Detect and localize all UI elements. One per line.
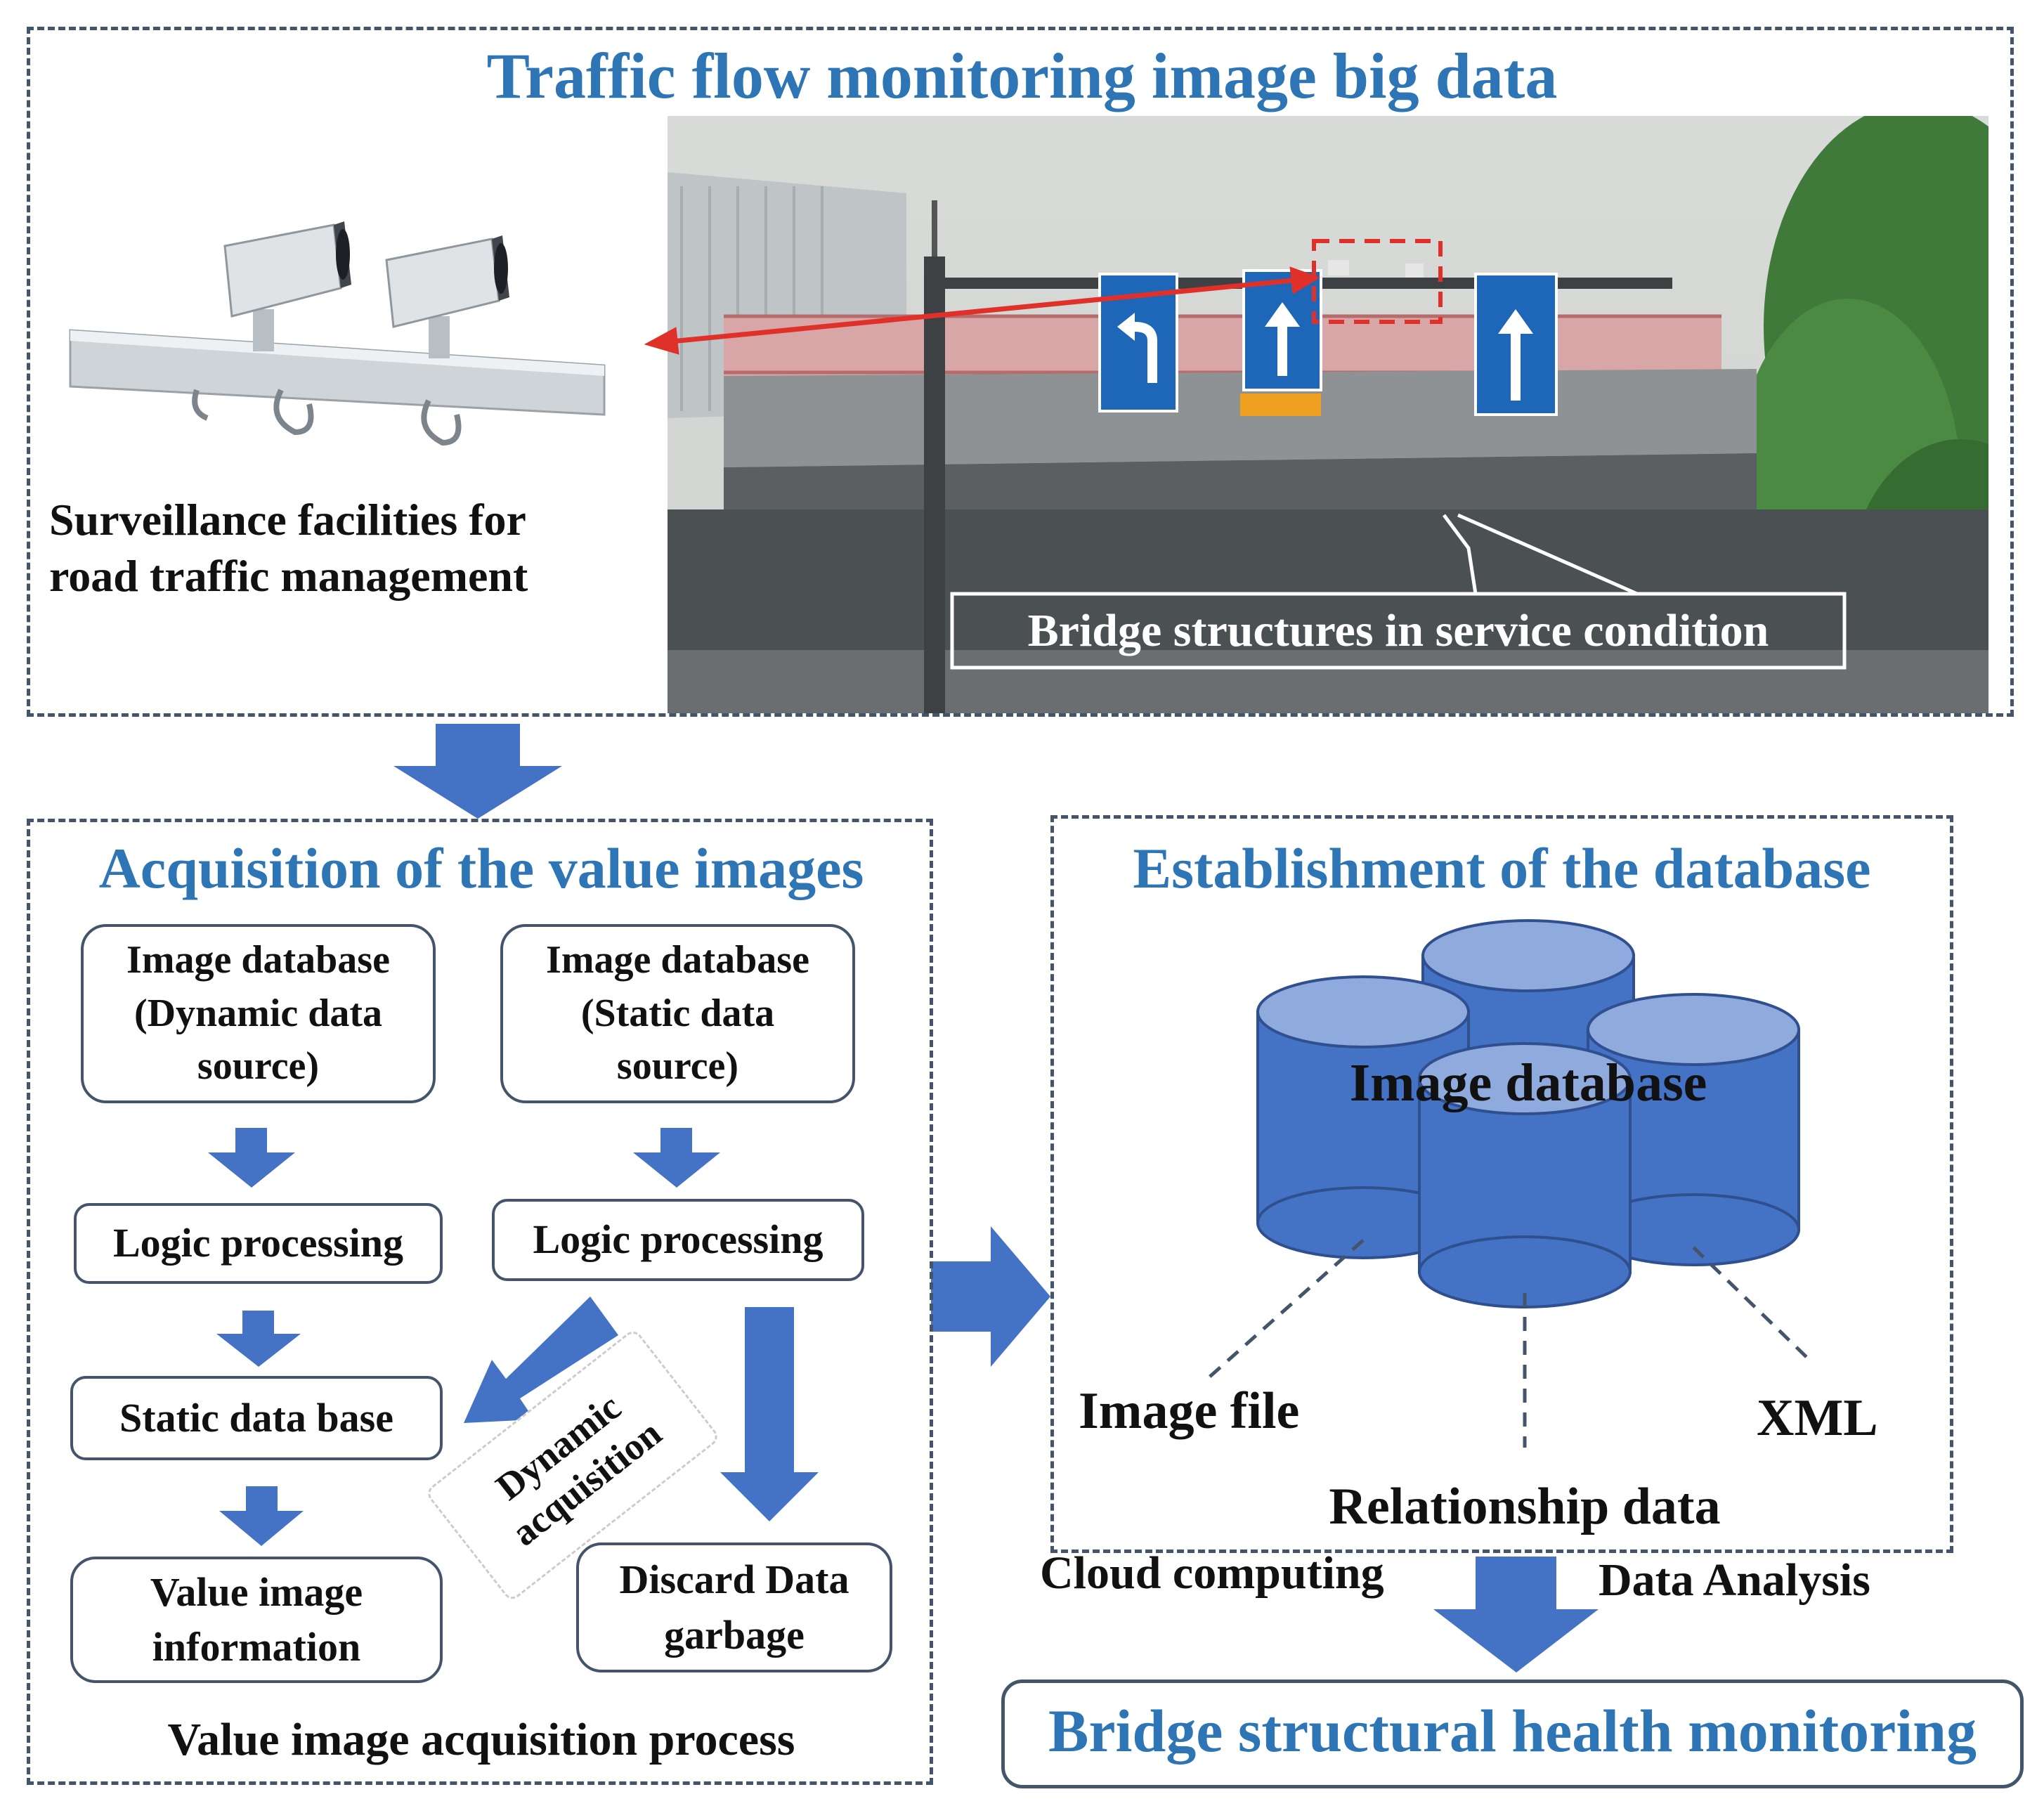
camera-body-left (223, 221, 351, 318)
top-section-title: Traffic flow monitoring image big data (486, 40, 1558, 112)
logic-processing-left: Logic processing (74, 1203, 443, 1284)
block-arrow-icon (216, 1311, 301, 1367)
data-analysis-label: Data Analysis (1599, 1554, 1870, 1606)
block-arrow-icon (464, 1297, 618, 1423)
static-data-base-box: Static data base (70, 1376, 443, 1460)
bridge-photo (668, 116, 1988, 713)
xml-label: XML (1757, 1389, 1878, 1447)
road-sign-middle (1240, 269, 1322, 416)
top-section-frame (27, 27, 2014, 717)
acquisition-section-frame (27, 819, 933, 1785)
cloud-computing-label: Cloud computing (1040, 1547, 1384, 1599)
value-image-information-box: Value image information (70, 1557, 443, 1683)
block-arrow-icon (393, 724, 562, 819)
block-arrow-icon (720, 1307, 819, 1521)
database-title: Establishment of the database (1133, 836, 1871, 900)
relationship-data-label: Relationship data (1329, 1478, 1721, 1535)
bridge-callout-text: Bridge structures in service condition (1027, 605, 1769, 656)
discard-data-box: Discard Data garbage (576, 1542, 892, 1672)
static-source-box: Image database (Static data source) (500, 924, 855, 1103)
block-arrow-icon (931, 1226, 1050, 1367)
final-monitoring-box (1001, 1680, 2024, 1788)
camera-highlight-box (1312, 239, 1443, 324)
logic-processing-right: Logic processing (492, 1199, 864, 1281)
block-arrow-icon (1433, 1557, 1599, 1672)
final-monitoring-title: Bridge structural health monitoring (1048, 1697, 1977, 1765)
camera-caption: Surveillance facilities for road traffic… (49, 495, 528, 601)
dynamic-source-box: Image database (Dynamic data source) (81, 924, 436, 1103)
block-arrow-icon (633, 1128, 720, 1188)
camera-body-right (385, 235, 509, 328)
image-file-label: Image file (1079, 1382, 1300, 1440)
block-arrow-icon (219, 1486, 304, 1546)
cylinder-label: Image database (1349, 1053, 1707, 1112)
block-arrow-icon (208, 1128, 295, 1188)
red-link-arrow (644, 266, 1321, 355)
road-sign-right (1474, 273, 1558, 416)
database-connectors (1204, 1239, 1811, 1448)
acquisition-title: Acquisition of the value images (98, 836, 864, 900)
surveillance-camera-picture (69, 221, 606, 446)
database-section-frame (1050, 815, 1953, 1553)
database-cylinder-icon (1418, 1042, 1632, 1308)
bridge-callout-frame (950, 592, 1847, 670)
acquisition-process-caption: Value image acquisition process (167, 1714, 795, 1765)
